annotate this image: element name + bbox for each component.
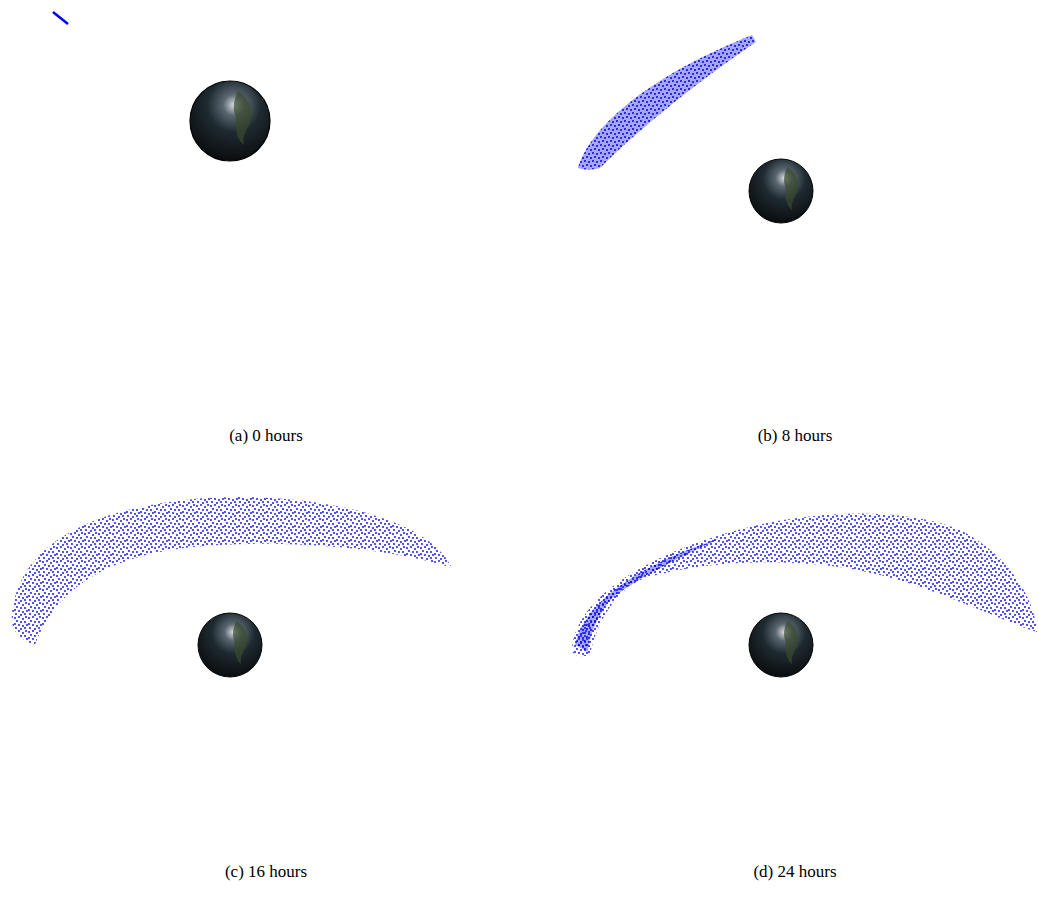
panel-caption: (a) 0 hours bbox=[229, 426, 303, 446]
panel-caption: (d) 24 hours bbox=[753, 862, 836, 882]
panel-caption: (b) 8 hours bbox=[758, 426, 833, 446]
panel-caption: (c) 16 hours bbox=[225, 862, 307, 882]
